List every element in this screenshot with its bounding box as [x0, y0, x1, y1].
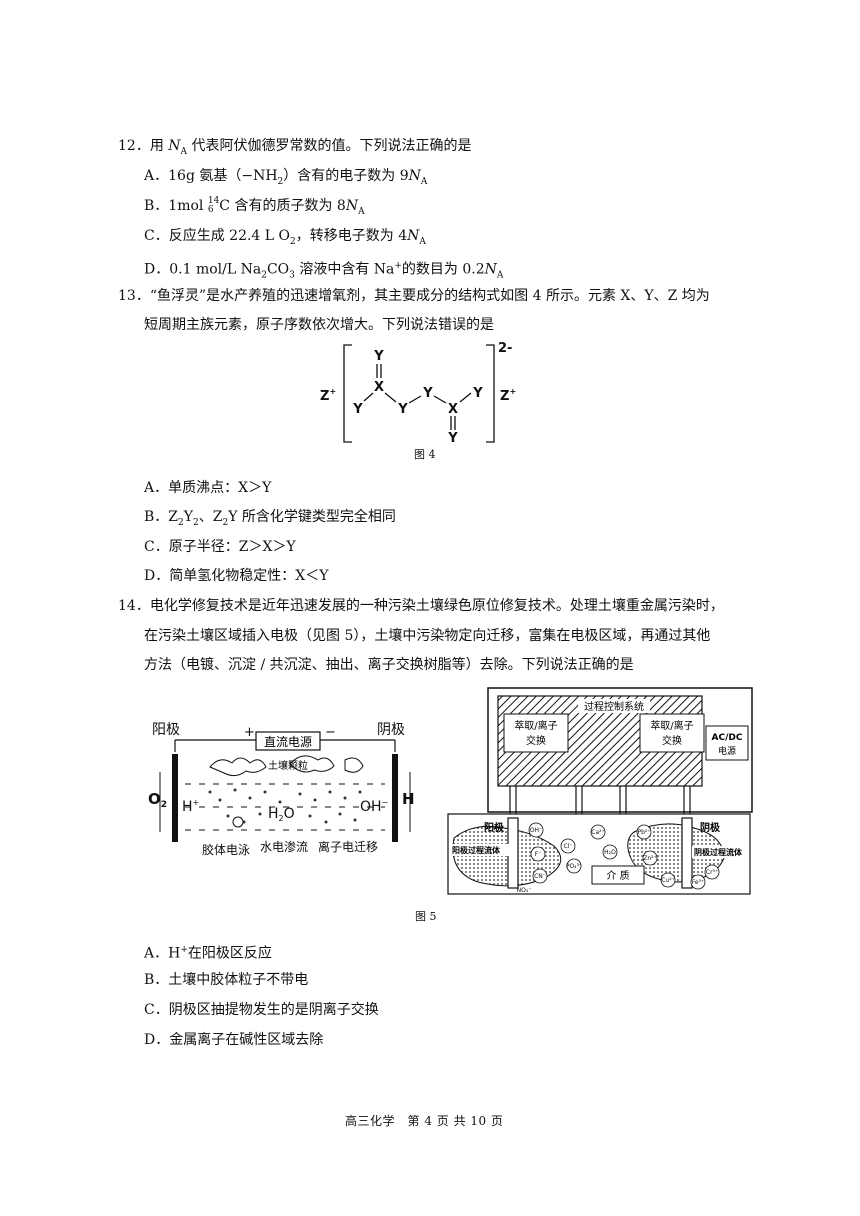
svg-text:F⁻: F⁻	[535, 851, 542, 858]
label-right-cathode: 阴极	[700, 821, 721, 834]
svg-text:OH⁻: OH⁻	[530, 827, 542, 834]
q12-stem: 12．用 NA 代表阿伏伽德罗常数的值。下列说法正确的是	[118, 138, 472, 157]
q13-option-b: B．Z2Y2、Z2Y 所含化学键类型完全相同	[144, 509, 396, 528]
label-o2: O2	[148, 790, 167, 810]
q12-number: 12．	[118, 138, 150, 154]
svg-text:Cu²⁺: Cu²⁺	[661, 877, 675, 884]
figure-5-left-diagram: 阳极 阴极 + − 直流电源 土壤颗粒	[148, 722, 415, 857]
anode-electrode	[172, 754, 178, 842]
atom-y-top: Y	[373, 349, 384, 364]
soil-particle	[209, 757, 267, 777]
svg-text:CN⁻: CN⁻	[534, 873, 546, 880]
svg-text:萃取/离子: 萃取/离子	[650, 719, 693, 732]
svg-text:AC/DC: AC/DC	[712, 733, 743, 743]
q14-stem-line2: 在污染土壤区域插入电极（见图 5），土壤中污染物定向迁移，富集在电极区域，再通过…	[144, 628, 711, 644]
label-colloid-electrophoresis: 胶体电泳	[202, 842, 250, 857]
page-footer: 高三化学 第 4 页 共 10 页	[345, 1114, 504, 1128]
extraction-box-left	[503, 713, 569, 753]
q12-option-a: A．16g 氨基（−NH2）含有的电子数为 9NA	[144, 168, 428, 187]
figure-5-caption: 图 5	[415, 910, 437, 923]
right-bracket	[486, 344, 495, 443]
q14-option-d: D．金属离子在碱性区域去除	[144, 1032, 324, 1048]
q14-stem-line3: 方法（电镀、沉淀 / 共沉淀、抽出、离子交换树脂等）去除。下列说法正确的是	[144, 657, 634, 673]
label-minus: −	[325, 725, 336, 740]
svg-text:电源: 电源	[718, 745, 736, 757]
label-plus: +	[244, 725, 255, 740]
q12-option-d: D．0.1 mol/L Na2CO3 溶液中含有 Na+的数目为 0.2NA	[144, 261, 504, 281]
q13-stem-line1: 13．“鱼浮灵”是水产养殖的迅速增氧剂，其主要成分的结构式如图 4 所示。元素 …	[118, 288, 710, 304]
q13-stem-line2: 短周期主族元素，原子序数依次增大。下列说法错误的是	[144, 317, 494, 333]
colloid-particle	[232, 816, 244, 828]
acdc-power-box	[705, 725, 749, 761]
svg-text:Zn²⁺: Zn²⁺	[643, 855, 657, 862]
extraction-box-right	[639, 713, 705, 753]
svg-text:H₂O: H₂O	[604, 849, 616, 856]
figure-4-caption: 图 4	[414, 448, 436, 461]
label-anode: 阳极	[152, 722, 180, 738]
label-medium: 介 质	[606, 870, 629, 882]
svg-text:PO₄³⁻: PO₄³⁻	[566, 863, 582, 870]
svg-text:NO₃⁻: NO₃⁻	[517, 887, 532, 894]
svg-text:Pb²⁺: Pb²⁺	[638, 829, 651, 836]
label-soil-particle: 土壤颗粒	[268, 759, 308, 772]
label-process-control: 过程控制系统	[584, 700, 644, 713]
power-source-box	[255, 731, 321, 751]
atom-y-left: Y	[352, 402, 363, 417]
atom-y-mid-right: Y	[422, 386, 433, 401]
q13-option-a: A．单质沸点：X＞Y	[144, 480, 272, 496]
left-bracket	[343, 344, 352, 443]
label-oh-minus: OH−	[360, 798, 388, 815]
atom-x-right: X	[448, 402, 458, 417]
label-water: H2O	[268, 806, 295, 823]
svg-text:萃取/离子: 萃取/离子	[514, 719, 557, 732]
svg-text:交换: 交换	[662, 734, 682, 747]
atom-y-right: Y	[472, 386, 483, 401]
q14-option-c: C．阴极区抽提物发生的是阴离子交换	[144, 1002, 379, 1018]
label-cathode-fluid: 阴极过程流体	[694, 847, 743, 857]
anode-fluid-region	[452, 825, 562, 887]
atom-y-bottom: Y	[447, 431, 458, 446]
label-anode-fluid: 阳极过程流体	[452, 845, 501, 855]
label-electroosmosis: 水电渗流	[260, 839, 308, 854]
q14-option-a: A．H+在阳极区反应	[144, 945, 272, 962]
q14-stem-line1: 14．电化学修复技术是近年迅速发展的一种污染土壤绿色原位修复技术。处理土壤重金属…	[118, 598, 724, 614]
svg-text:交换: 交换	[526, 734, 546, 747]
soil-particle	[344, 757, 364, 773]
soil-particle	[289, 755, 335, 773]
cathode-electrode	[392, 754, 398, 842]
svg-text:Cr³⁺: Cr³⁺	[706, 869, 718, 876]
label-right-anode: 阳极	[484, 821, 505, 834]
medium-box	[591, 865, 645, 885]
label-cathode: 阴极	[377, 722, 405, 738]
q14-option-b: B．土壤中胶体粒子不带电	[144, 972, 309, 988]
figure-4-structure: Y X Y Y Y X Y Y 2- Z+ Z+	[320, 341, 516, 446]
label-h-plus: H+	[182, 798, 199, 815]
label-h2: H2	[402, 790, 415, 810]
q14-number: 14．	[118, 598, 150, 614]
q12-option-c: C．反应生成 22.4 L O2，转移电子数为 4NA	[144, 228, 426, 247]
figure-5-right-diagram: 过程控制系统 萃取/离子 交换 萃取/离子 交换 AC/DC 电源 阳极 阴极 …	[447, 687, 753, 895]
svg-text:Fe³⁺: Fe³⁺	[692, 879, 704, 886]
label-power-source: 直流电源	[264, 735, 312, 749]
q13-option-d: D．简单氢化物稳定性：X＜Y	[144, 568, 329, 584]
cathode-rod	[681, 817, 693, 889]
q13-option-c: C．原子半径：Z＞X＞Y	[144, 539, 296, 555]
atom-x-left: X	[374, 380, 384, 395]
cation-right: Z+	[500, 387, 516, 404]
q13-number: 13．	[118, 288, 150, 304]
svg-text:Ca²⁺: Ca²⁺	[591, 829, 604, 836]
anion-charge: 2-	[498, 341, 512, 356]
atom-y-mid-left: Y	[397, 402, 408, 417]
cation-left: Z+	[320, 387, 336, 404]
label-ion-migration: 离子电迁移	[318, 839, 378, 854]
svg-text:Cl⁻: Cl⁻	[563, 843, 572, 850]
